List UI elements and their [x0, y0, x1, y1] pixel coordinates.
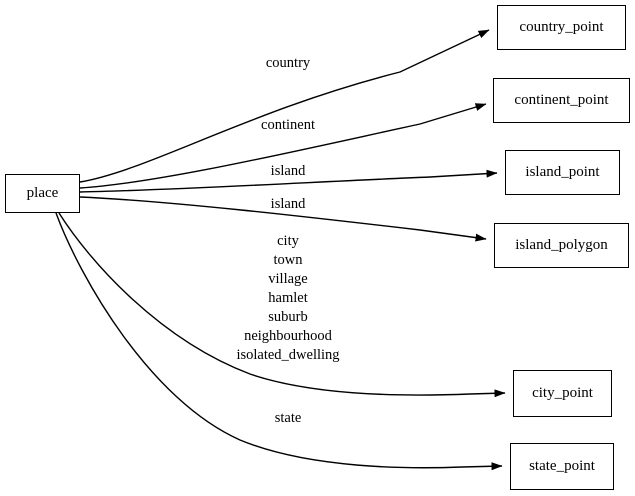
edge-label-line: isolated_dwelling — [236, 347, 340, 363]
node-island_point[interactable]: island_point — [505, 150, 620, 195]
node-label: city_point — [532, 385, 593, 401]
edge-place-to-island_polygon — [79, 196, 487, 242]
edge-label-city_point: city town village hamlet suburb neighbourhood… — [236, 232, 339, 365]
edge-place-to-state_point — [55, 212, 503, 471]
node-label: continent_point — [514, 92, 609, 108]
edge-place-to-continent_point — [79, 103, 487, 189]
node-country_point[interactable]: country_point — [497, 5, 626, 50]
node-label: island_polygon — [515, 237, 608, 253]
edge-label-country_point: country — [265, 55, 311, 71]
edge-label-island_point: island — [270, 163, 306, 179]
edge-label-line: city — [277, 233, 299, 249]
edge-label-island_polygon: island — [270, 196, 306, 212]
node-island_polygon[interactable]: island_polygon — [494, 223, 629, 268]
edge-place-to-city_point — [58, 212, 506, 398]
node-place[interactable]: place — [5, 174, 80, 213]
node-label: state_point — [529, 458, 595, 474]
edge-label-line: suburb — [268, 309, 308, 325]
edge-place-to-island_point — [79, 169, 498, 193]
node-continent_point[interactable]: continent_point — [493, 78, 630, 123]
edge-label-continent_point: continent — [261, 117, 315, 133]
edge-label-line: town — [273, 252, 303, 268]
node-label: place — [26, 185, 59, 201]
edge-label-state_point: state — [274, 410, 302, 426]
edge-label-line: village — [268, 271, 308, 287]
edge-place-to-country_point — [79, 29, 490, 183]
node-city_point[interactable]: city_point — [513, 370, 612, 417]
edge-label-line: hamlet — [268, 290, 308, 306]
node-state_point[interactable]: state_point — [510, 443, 614, 490]
edge-label-line: neighbourhood — [244, 328, 332, 344]
node-label: country_point — [519, 19, 604, 35]
node-label: island_point — [525, 164, 600, 180]
